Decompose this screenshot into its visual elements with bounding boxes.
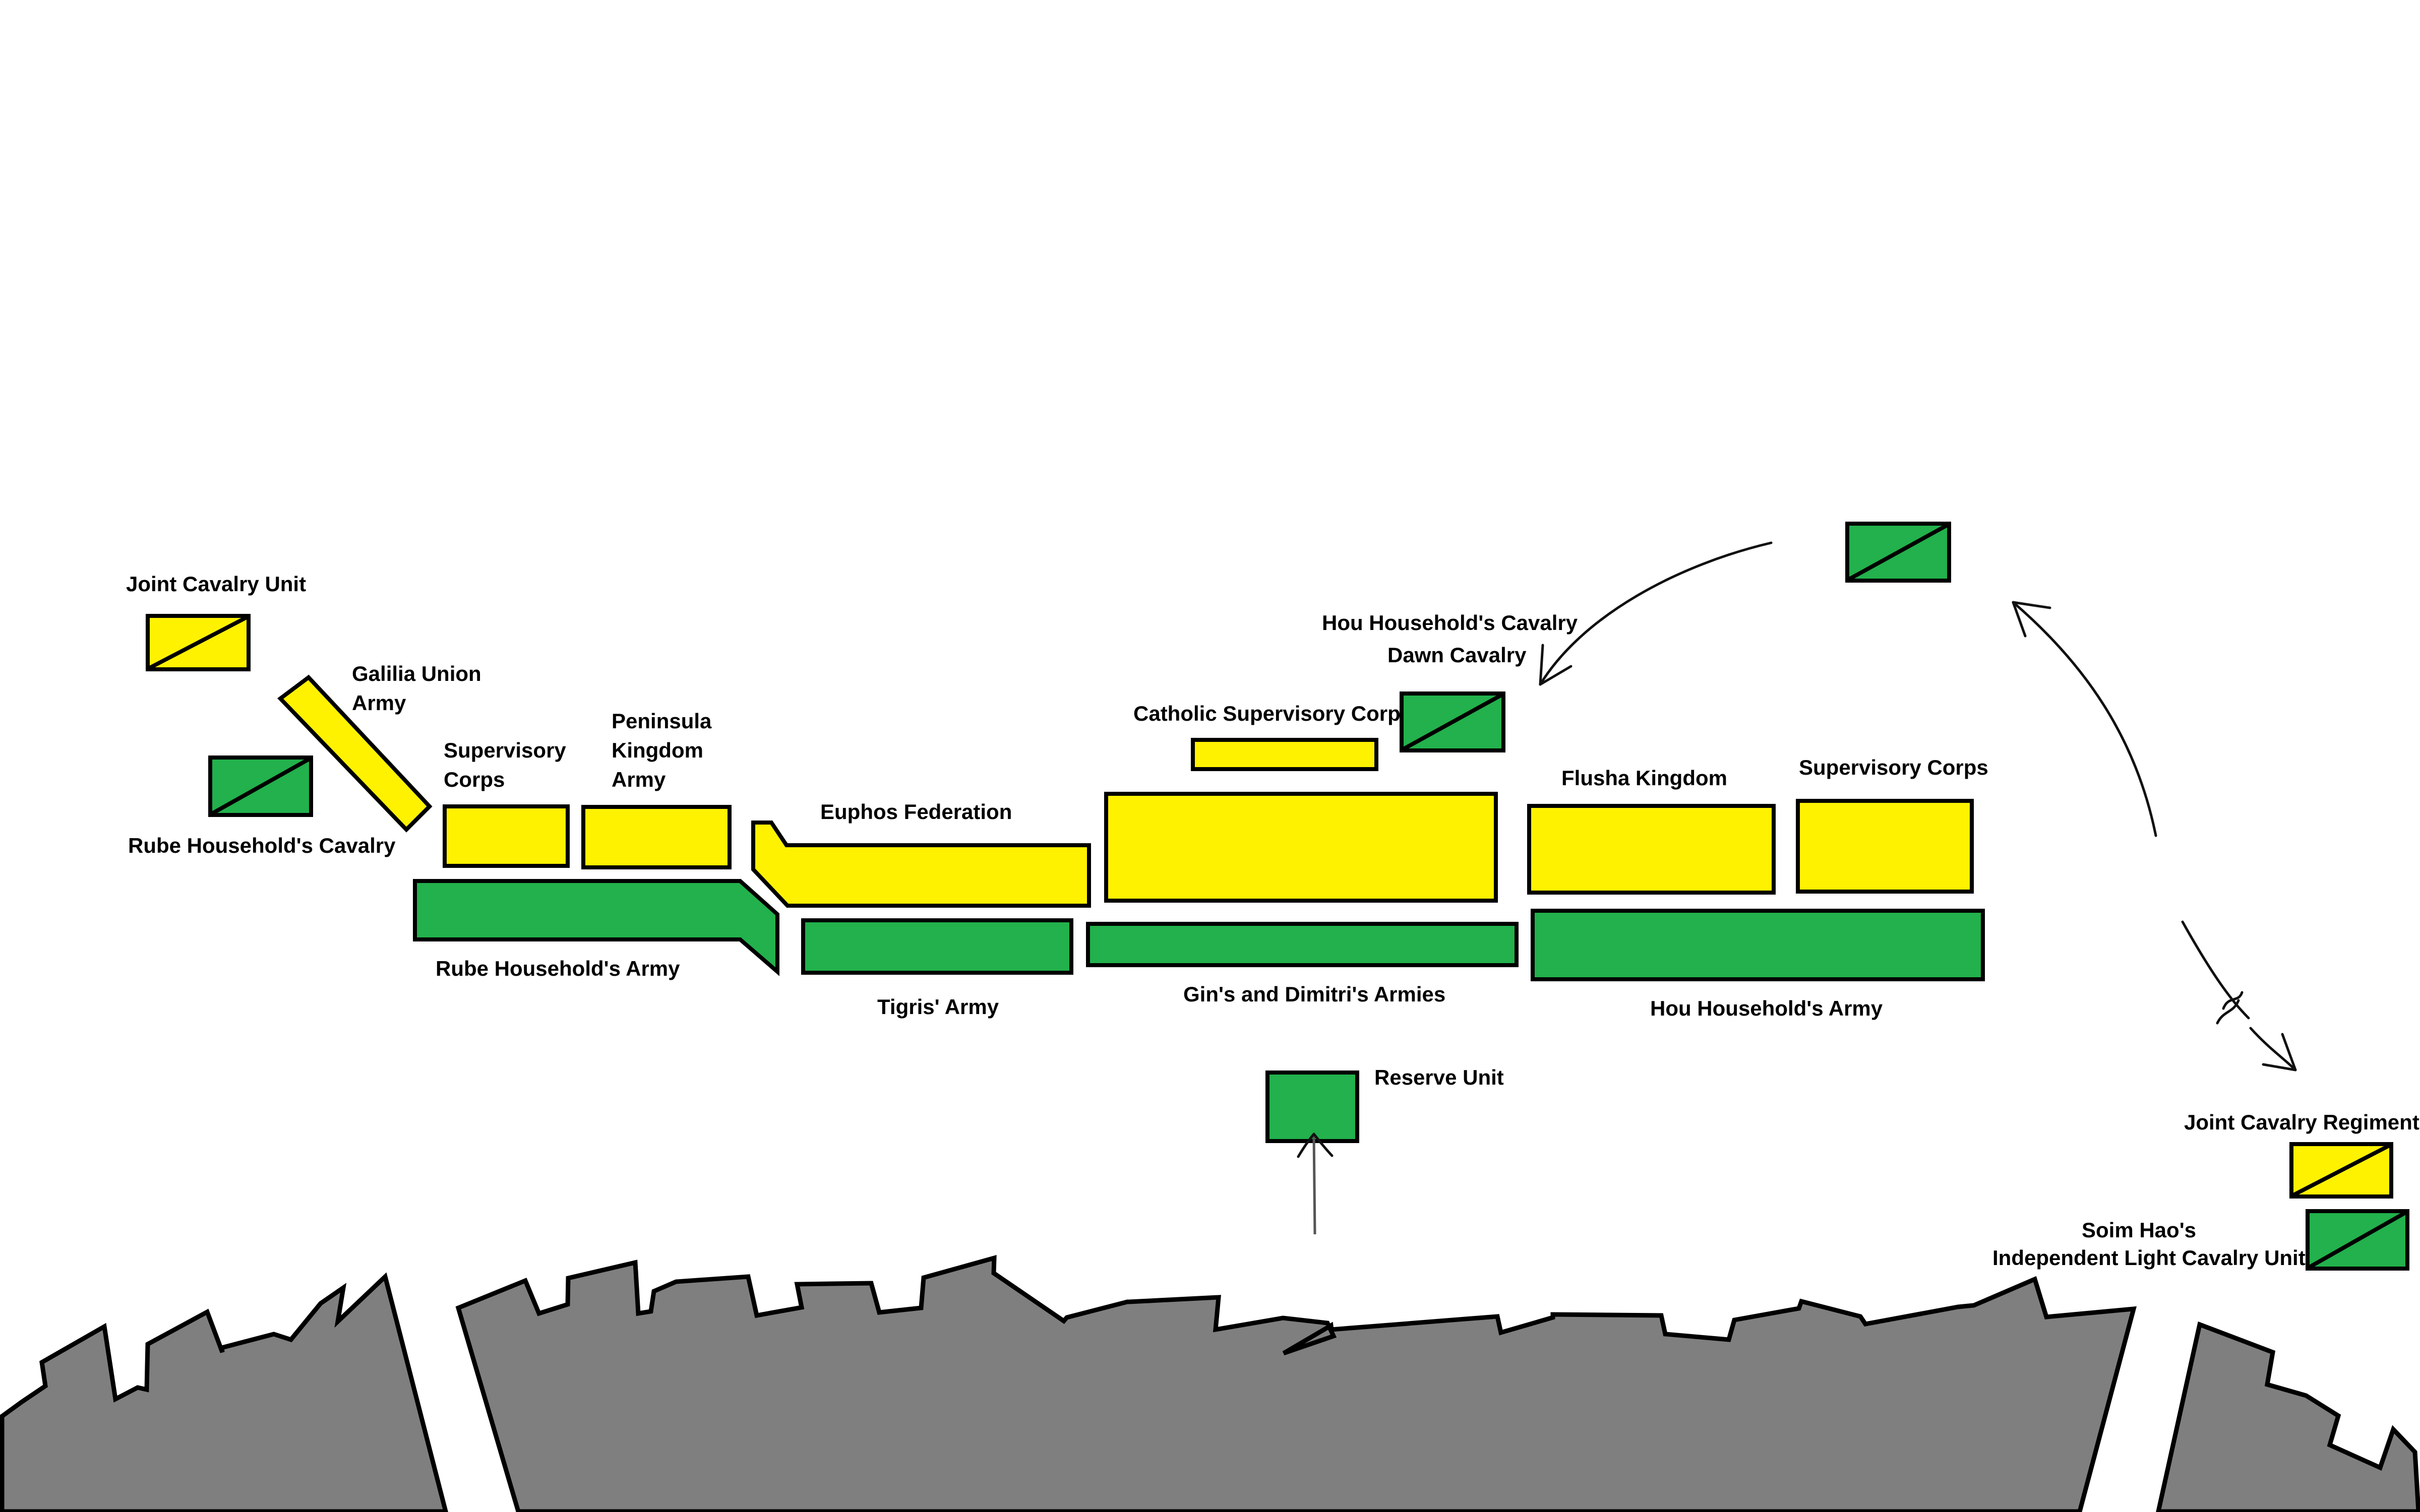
supervisory-corps-east-block[interactable] — [1796, 799, 1974, 894]
hou-household-cavalry-label-1: Hou Household's Cavalry — [1322, 611, 1578, 635]
hou-household-army-label: Hou Household's Army — [1650, 996, 1883, 1020]
soim-hao-cavalry-label-1: Soim Hao's — [2082, 1218, 2196, 1242]
arrowhead-icon — [2262, 1033, 2297, 1072]
joint-cavalry-unit[interactable]: Joint Cavalry Unit — [126, 572, 306, 671]
tigris-army-block[interactable] — [801, 918, 1073, 975]
peninsula-kingdom-army-label-1: Peninsula — [612, 709, 712, 733]
cavalry-diagonal-icon — [148, 615, 249, 670]
supervisory-corps-west-block[interactable] — [443, 804, 570, 868]
center-yellow-army-block[interactable] — [1104, 792, 1498, 903]
center-yellow-army[interactable] — [1104, 792, 1498, 903]
city-walls — [0, 1255, 2420, 1512]
hou-household-army-block[interactable] — [1531, 909, 1985, 981]
joint-cavalry-regiment[interactable]: Joint Cavalry Regiment — [2184, 1110, 2419, 1199]
wall-section-central — [455, 1255, 2137, 1512]
reserve-unit[interactable]: Reserve Unit — [1265, 1065, 1504, 1143]
joint-cavalry-unit-label: Joint Cavalry Unit — [126, 572, 306, 596]
flusha-kingdom[interactable]: Flusha Kingdom — [1527, 766, 1776, 895]
catholic-supervisory-corp-label: Catholic Supervisory Corp — [1133, 702, 1401, 725]
rube-household-army[interactable]: Rube Household's Army — [413, 879, 779, 980]
cavalry-diagonal-icon — [1402, 692, 1503, 751]
tigris-army-label: Tigris' Army — [877, 995, 999, 1019]
wall-section-west — [0, 1272, 448, 1512]
tigris-army[interactable]: Tigris' Army — [801, 918, 1073, 1019]
soim-hao-cavalry[interactable]: Soim Hao's Independent Light Cavalry Uni… — [1992, 1209, 2409, 1271]
flanking-cavalry[interactable] — [1845, 522, 1951, 583]
cavalry-diagonal-icon — [1847, 523, 1949, 582]
straight-arrow-icon — [1312, 1135, 1316, 1235]
rube-household-cavalry[interactable]: Rube Household's Cavalry — [128, 755, 396, 857]
supervisory-corps-west[interactable]: Supervisory Corps — [443, 738, 570, 868]
peninsula-kingdom-army[interactable]: Peninsula Kingdom Army — [581, 709, 732, 869]
soim-hao-cavalry-label-2: Independent Light Cavalry Unit — [1992, 1246, 2306, 1270]
cavalry-diagonal-icon — [2291, 1143, 2391, 1198]
supervisory-corps-west-label-2: Corps — [444, 768, 505, 791]
peninsula-kingdom-army-label-2: Kingdom — [612, 738, 703, 762]
supervisory-corps-west-label-1: Supervisory — [444, 738, 566, 762]
curved-arrow-icon — [1539, 541, 1773, 686]
catholic-supervisory-corp[interactable]: Catholic Supervisory Corp — [1133, 702, 1401, 771]
arrowhead-icon — [1539, 644, 1572, 686]
cavalry-diagonal-icon — [210, 757, 311, 816]
peninsula-kingdom-army-block[interactable] — [581, 805, 732, 869]
joint-cavalry-regiment-label: Joint Cavalry Regiment — [2184, 1110, 2419, 1134]
galilia-union-army[interactable]: Galilia Union Army — [277, 662, 481, 833]
flusha-kingdom-label: Flusha Kingdom — [1561, 766, 1727, 790]
gin-dimitri-armies-label: Gin's and Dimitri's Armies — [1183, 982, 1445, 1006]
supervisory-corps-east-label: Supervisory Corps — [1799, 755, 1988, 779]
hou-household-cavalry[interactable]: Hou Household's Cavalry Dawn Cavalry — [1322, 611, 1578, 752]
rube-household-cavalry-label: Rube Household's Cavalry — [128, 834, 396, 857]
supervisory-corps-east[interactable]: Supervisory Corps — [1796, 755, 1988, 894]
peninsula-kingdom-army-label-3: Army — [612, 768, 666, 791]
arrowhead-icon — [1297, 1132, 1334, 1158]
straight-arrow-icon — [2249, 1027, 2297, 1072]
arrowhead-icon — [2012, 601, 2051, 638]
euphos-federation[interactable]: Euphos Federation — [751, 800, 1091, 908]
arrow-flank-to-hou-cavalry — [1539, 541, 1773, 686]
rube-household-army-block[interactable] — [413, 879, 779, 976]
straight-arrow-icon — [2181, 920, 2250, 1020]
flusha-kingdom-block[interactable] — [1527, 804, 1776, 895]
hou-household-army[interactable]: Hou Household's Army — [1531, 909, 1985, 1020]
reserve-unit-label: Reserve Unit — [1374, 1065, 1504, 1089]
curved-arrow-icon — [2012, 601, 2157, 837]
galilia-union-army-label-1: Galilia Union — [352, 662, 481, 685]
euphos-federation-label: Euphos Federation — [820, 800, 1012, 824]
reserve-unit-block[interactable] — [1265, 1070, 1359, 1143]
catholic-supervisory-corp-block[interactable] — [1191, 738, 1378, 771]
hou-household-cavalry-label-2: Dawn Cavalry — [1387, 643, 1527, 667]
galilia-union-army-label-2: Army — [352, 691, 406, 715]
arrow-east-to-joint-regiment — [2181, 920, 2297, 1072]
cavalry-diagonal-icon — [2308, 1210, 2407, 1270]
break-mark-icon — [2216, 991, 2244, 1025]
gin-dimitri-armies-block[interactable] — [1086, 922, 1519, 967]
gin-dimitri-armies[interactable]: Gin's and Dimitri's Armies — [1086, 922, 1519, 1006]
rube-household-army-label: Rube Household's Army — [436, 957, 680, 980]
galilia-union-army-block[interactable] — [277, 674, 433, 833]
arrow-east-to-flank — [2012, 601, 2157, 837]
wall-section-east — [2156, 1321, 2420, 1512]
arrow-wall-to-reserve — [1297, 1132, 1334, 1235]
euphos-federation-block[interactable] — [751, 821, 1091, 908]
